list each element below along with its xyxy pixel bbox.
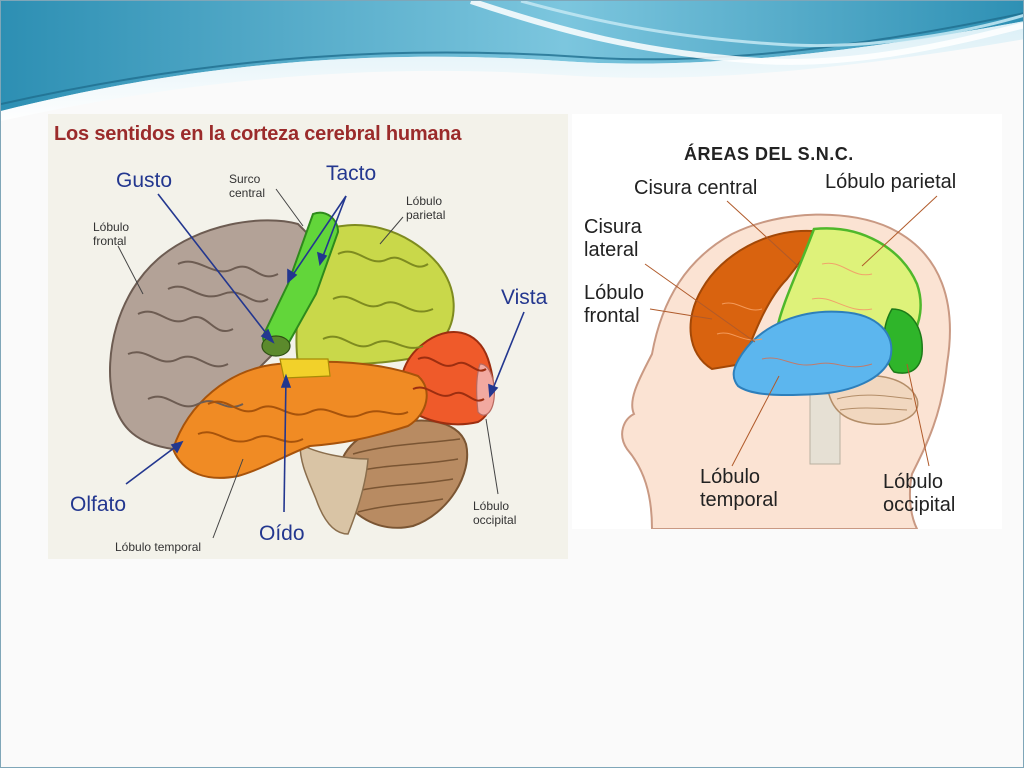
right-figure-title: ÁREAS DEL S.N.C. bbox=[684, 144, 854, 164]
label-cisura-central: Cisura central bbox=[634, 177, 758, 199]
label-gusto: Gusto bbox=[116, 169, 173, 192]
label-lobulo-parietal-line2: parietal bbox=[406, 208, 446, 222]
label-lobulo-temporal-right-line1: Lóbulo bbox=[700, 466, 761, 488]
label-lobulo-occipital-right-line2: occipital bbox=[883, 494, 956, 516]
label-surco-central-line1: Surco bbox=[229, 172, 261, 186]
label-lobulo-occipital-line2: occipital bbox=[473, 513, 517, 527]
label-lobulo-occipital: Lóbulo occipital bbox=[473, 499, 516, 527]
head-brain-illustration bbox=[621, 195, 951, 529]
senses-brain-figure: Los sentidos en la corteza cerebral huma… bbox=[48, 114, 568, 559]
label-lobulo-occipital-line1: Lóbulo bbox=[473, 499, 510, 513]
label-lobulo-temporal: Lóbulo temporal bbox=[115, 540, 202, 554]
label-cisura-lateral-line1: Cisura bbox=[584, 216, 642, 238]
label-cisura-lateral-line2: lateral bbox=[584, 239, 639, 261]
label-lobulo-frontal-line2: frontal bbox=[93, 234, 127, 248]
label-lobulo-frontal-right-line1: Lóbulo bbox=[584, 282, 645, 304]
label-lobulo-occipital-right-line1: Lóbulo bbox=[883, 471, 944, 493]
left-figure-title: Los sentidos en la corteza cerebral huma… bbox=[54, 123, 462, 145]
label-lobulo-parietal-line1: Lóbulo bbox=[406, 194, 443, 208]
label-lobulo-occipital-right: Lóbulo occipital bbox=[883, 471, 955, 517]
label-tacto: Tacto bbox=[326, 162, 377, 185]
label-surco-central: Surco central bbox=[229, 172, 265, 200]
label-lobulo-temporal-right: Lóbulo temporal bbox=[700, 466, 778, 512]
header-wave-decoration bbox=[1, 1, 1023, 121]
area-leaders bbox=[644, 195, 938, 467]
label-lobulo-parietal-right: Lóbulo parietal bbox=[825, 171, 957, 193]
label-lobulo-frontal-line1: Lóbulo bbox=[93, 220, 130, 234]
label-lobulo-parietal: Lóbulo parietal bbox=[406, 194, 445, 222]
label-olfato: Olfato bbox=[70, 493, 127, 516]
sense-pointers bbox=[125, 193, 525, 513]
label-cisura-lateral: Cisura lateral bbox=[584, 216, 642, 262]
label-lobulo-frontal-right: Lóbulo frontal bbox=[584, 282, 644, 328]
part-leaders bbox=[117, 188, 499, 539]
label-oido: Oído bbox=[259, 522, 305, 545]
label-lobulo-frontal: Lóbulo frontal bbox=[93, 220, 129, 248]
label-lobulo-frontal-right-line2: frontal bbox=[584, 305, 640, 327]
label-lobulo-temporal-right-line2: temporal bbox=[700, 489, 778, 511]
label-vista: Vista bbox=[501, 286, 548, 309]
label-surco-central-line2: central bbox=[229, 186, 266, 200]
brain-illustration bbox=[109, 188, 525, 539]
cns-areas-figure: ÁREAS DEL S.N.C. Cisura central Lóbulo p… bbox=[572, 114, 1002, 529]
